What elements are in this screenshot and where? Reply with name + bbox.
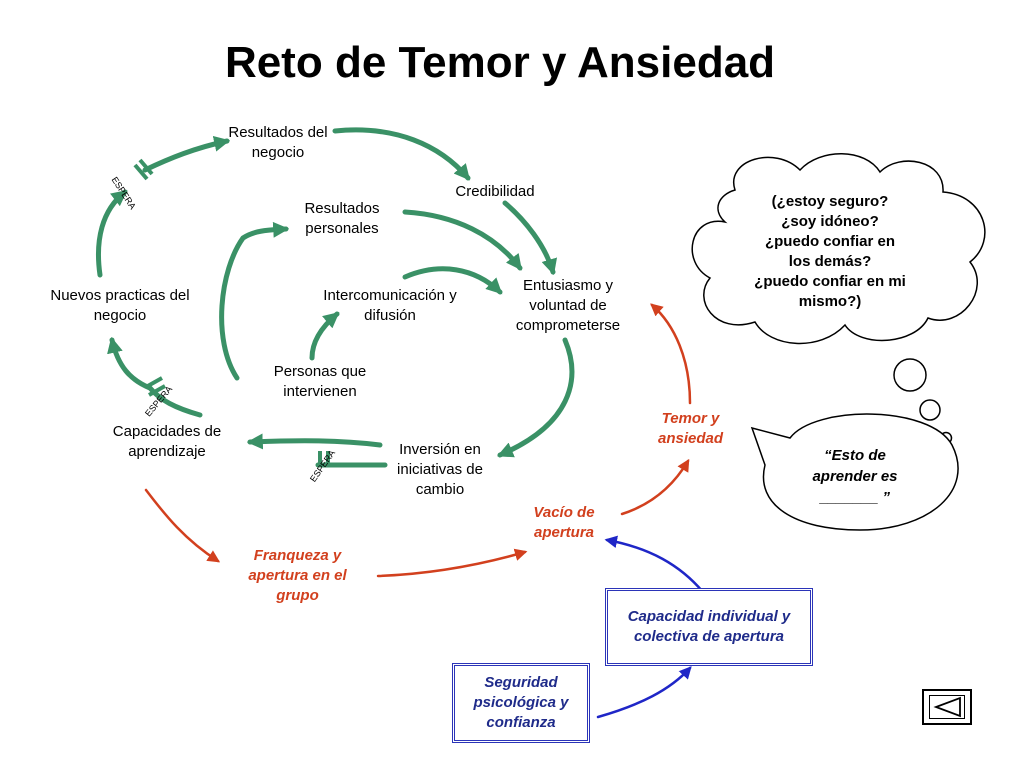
node-credibilidad: Credibilidad [455, 183, 535, 200]
node-vacio-apertura: Vacío de apertura [533, 504, 595, 541]
arrow-capacidad-to-vacio [604, 535, 705, 594]
arrow-capacidades-to-franqueza [144, 488, 221, 563]
node-inversion: Inversión en iniciativas de cambio [397, 441, 483, 498]
seguridad-label: Seguridad psicológica y confianza [473, 674, 569, 731]
cloud-line-5: ¿puedo confiar en mi [754, 273, 906, 290]
arrow-vacio-to-temor [620, 458, 690, 516]
box-seguridad-psicologica: Seguridad psicológica y confianza [452, 663, 590, 743]
arrow-credibilidad-to-entusiasmo [502, 200, 558, 276]
node-nuevas-practicas: Nuevos practicas del negocio [50, 287, 190, 324]
arrow-temor-to-entusiasmo [650, 303, 692, 405]
bubble-line-3: _______ ” [819, 489, 891, 506]
arrow-personas-to-personales [219, 221, 290, 381]
cloud-line-3: ¿puedo confiar en [764, 233, 895, 250]
node-intercomunicacion: Intercomunicación y difusión [323, 287, 457, 324]
thought-cloud [691, 153, 986, 345]
thought-bubble-large [893, 358, 927, 392]
back-arrow-icon [933, 696, 961, 718]
arrow-seguridad-to-capacidad [596, 666, 692, 719]
cloud-line-6: mismo?) [798, 293, 862, 310]
arrow-practicas-to-resultados [95, 189, 128, 278]
node-resultados-negocio: Resultados del negocio [228, 124, 328, 161]
node-entusiasmo: Entusiasmo y voluntad de comprometerse [515, 277, 621, 334]
node-personas: Personas que intervienen [273, 363, 367, 400]
thought-bubble-medium [919, 399, 941, 421]
cloud-text: (¿estoy seguro? ¿soy idóneo? ¿puedo conf… [730, 192, 930, 312]
node-temor-ansiedad: Temor y ansiedad [657, 410, 724, 447]
delay-mark-2b [148, 384, 166, 397]
box-capacidad-individual: Capacidad individual y colectiva de aper… [605, 588, 813, 666]
delay-mark-1b [138, 158, 154, 176]
arrow-espera-to-resultados-negocio [142, 135, 231, 173]
page-title: Reto de Temor y Ansiedad [224, 38, 776, 87]
node-franqueza: Franqueza y apertura en el grupo [248, 547, 347, 604]
back-button-frame [929, 695, 965, 719]
arrow-capacidades-to-practicas [107, 336, 203, 418]
node-capacidades: Capacidades de aprendizaje [112, 423, 222, 460]
arrow-entusiasmo-to-inversion [497, 337, 575, 458]
delay-mark-1a [133, 163, 149, 181]
arrow-personas-to-intercom [309, 311, 340, 361]
delay-mark-2a [145, 376, 163, 389]
cloud-line-4: los demás? [788, 253, 872, 270]
cloud-line-1: (¿estoy seguro? [771, 193, 889, 210]
cloud-line-2: ¿soy idóneo? [781, 213, 879, 230]
bubble-line-2: aprender es [812, 468, 898, 485]
arrow-personales-to-entusiasmo [402, 209, 523, 271]
arrow-intercom-to-entusiasmo [402, 266, 503, 295]
arrow-franqueza-to-vacio [376, 548, 528, 578]
arrow-resultados-to-credibilidad [332, 127, 471, 181]
back-button[interactable] [922, 689, 972, 725]
bubble-line-1: “Esto de [824, 447, 886, 464]
node-resultados-personales: Resultados personales [304, 200, 380, 237]
bubble-text: “Esto de aprender es _______ ” [790, 445, 920, 508]
capacidad-individual-label: Capacidad individual y colectiva de aper… [627, 608, 791, 645]
speech-bubble [750, 413, 959, 531]
arrow-inversion-to-capacidades [246, 433, 383, 450]
